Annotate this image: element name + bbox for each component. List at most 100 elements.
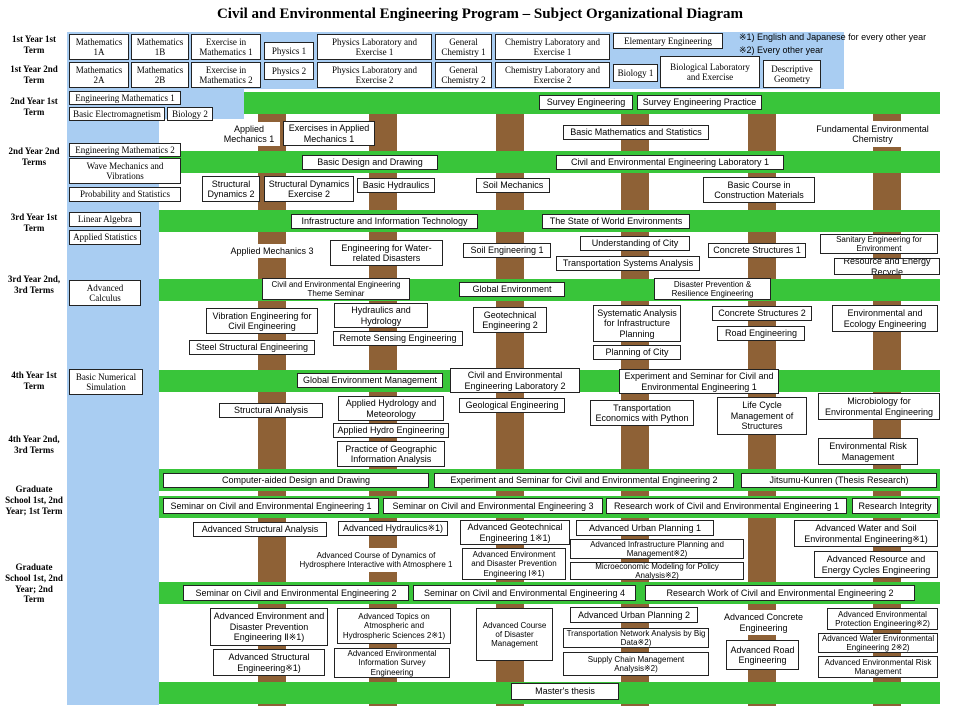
- subject-microecon: Microeconomic Modeling for Policy Analys…: [570, 562, 744, 580]
- subject-hydhydro: Hydraulics and Hydrology: [334, 303, 428, 328]
- subject-exmath1: Exercise in Mathematics 1: [191, 34, 261, 60]
- subject-gsem3: Seminar on Civil and Environmental Engin…: [383, 498, 603, 514]
- subject-survey: Survey Engineering: [539, 95, 633, 110]
- subject-concrete2: Concrete Structures 2: [712, 306, 812, 321]
- subject-advinfra: Advanced Infrastructure Planning and Man…: [570, 539, 744, 559]
- subject-genchem2: General Chemistry 2: [435, 62, 492, 88]
- subject-steelstruct: Steel Structural Engineering: [189, 340, 315, 355]
- subject-apphydmet: Applied Hydrology and Meteorology: [338, 396, 444, 421]
- term-y1t1: 1st Year 1st Term: [12, 34, 56, 55]
- subject-chemlab2: Chemistry Laboratory and Exercise 2: [495, 62, 610, 88]
- note-2: ※2) Every other year: [739, 45, 824, 55]
- subject-descgeo: Descriptive Geometry: [763, 60, 821, 88]
- subject-appmech3: Applied Mechanics 3: [222, 244, 322, 258]
- subject-bio1: Biology 1: [613, 64, 658, 82]
- subject-basicem: Basic Electromagnetism: [69, 107, 165, 121]
- term-y2t1: 2nd Year 1st Term: [10, 96, 58, 117]
- subject-soilmech: Soil Mechanics: [476, 178, 550, 193]
- subject-physlab1: Physics Laboratory and Exercise 1: [317, 34, 432, 60]
- subject-advcalc: Advanced Calculus: [69, 280, 141, 306]
- subject-structdyn2: Structural Dynamics 2: [202, 176, 260, 202]
- subject-enveco: Environmental and Ecology Engineering: [832, 305, 938, 332]
- subject-roadeng: Road Engineering: [717, 326, 805, 341]
- subject-phys2: Physics 2: [264, 62, 314, 80]
- subject-math1a: Mathematics 1A: [69, 34, 129, 60]
- subject-globalmgmt: Global Environment Management: [297, 373, 443, 388]
- subject-wavemech: Wave Mechanics and Vibrations: [69, 158, 181, 184]
- term-y3t23: 3rd Year 2nd, 3rd Terms: [7, 274, 61, 295]
- subject-geoinfo: Practice of Geographic Information Analy…: [337, 441, 445, 467]
- subject-advstruct: Advanced Structural Analysis: [193, 522, 327, 537]
- term-y2t2: 2nd Year 2nd Terms: [8, 146, 60, 167]
- subject-envrisk: Environmental Risk Management: [818, 438, 918, 465]
- subject-advenvrisk: Advanced Environmental Risk Management: [818, 656, 938, 678]
- subject-elemeng: Elementary Engineering: [613, 33, 723, 49]
- subject-disprev: Disaster Prevention & Resilience Enginee…: [654, 278, 771, 300]
- subject-advdisman: Advanced Course of Disaster Management: [476, 608, 553, 661]
- term-y3t1: 3rd Year 1st Term: [10, 212, 58, 233]
- term-gs1: Graduate School 1st, 2nd Year; 1st Term: [5, 484, 63, 516]
- subject-research1: Research work of Civil and Environmental…: [606, 498, 847, 514]
- subject-phys1: Physics 1: [264, 42, 314, 60]
- subject-gsem1: Seminar on Civil and Environmental Engin…: [163, 498, 379, 514]
- subject-math2a: Mathematics 2A: [69, 62, 129, 88]
- subject-exappmech1: Exercises in Applied Mechanics 1: [283, 121, 375, 146]
- subject-bio2: Biology 2: [167, 107, 213, 121]
- term-gs2: Graduate School 1st, 2nd Year; 2nd Term: [5, 562, 63, 605]
- subject-advconcrete: Advanced Concrete Engineering: [715, 610, 812, 635]
- page-title: Civil and Environmental Engineering Prog…: [216, 6, 744, 22]
- subject-undercity: Understanding of City: [580, 236, 690, 251]
- subject-soileng1: Soil Engineering 1: [463, 243, 551, 258]
- subject-basicnum: Basic Numerical Simulation: [69, 369, 143, 395]
- subject-plancity: Planning of City: [593, 345, 681, 360]
- subject-advenvdis2: Advanced Environment and Disaster Preven…: [210, 608, 328, 646]
- subject-engmath2: Engineering Mathematics 2: [69, 143, 181, 157]
- subject-integrity: Research Integrity: [852, 498, 938, 514]
- subject-sanitary: Sanitary Engineering for Environment: [820, 234, 938, 254]
- subject-gsem4: Seminar on Civil and Environmental Engin…: [413, 585, 636, 601]
- subject-basichyd: Basic Hydraulics: [357, 178, 435, 193]
- band-y2t2: [159, 151, 940, 173]
- term-y4t1: 4th Year 1st Term: [11, 370, 57, 391]
- subject-resource: Resource and Energy Recycle: [834, 258, 940, 275]
- subject-transecon: Transportation Economics with Python: [590, 400, 694, 426]
- subject-chemlab1: Chemistry Laboratory and Exercise 1: [495, 34, 610, 60]
- subject-gsem2: Seminar on Civil and Environmental Engin…: [183, 585, 409, 601]
- subject-civlab2: Civil and Environmental Engineering Labo…: [450, 368, 580, 393]
- subject-advurban2: Advanced Urban Planning 2: [570, 607, 698, 623]
- subject-appmech1: Applied Mechanics 1: [218, 122, 280, 146]
- subject-advgeo1: Advanced Geotechnical Engineering 1※1): [460, 520, 570, 545]
- subject-advtopics: Advanced Topics on Atmospheric and Hydro…: [337, 608, 451, 644]
- subject-globalenv: Global Environment: [459, 282, 565, 297]
- subject-advroad: Advanced Road Engineering: [726, 640, 799, 670]
- subject-engmath1: Engineering Mathematics 1: [69, 91, 181, 105]
- subject-genchem1: General Chemistry 1: [435, 34, 492, 60]
- subject-master: Master's thesis: [511, 683, 619, 700]
- subject-math1b: Mathematics 1B: [131, 34, 189, 60]
- subject-sysanal: Systematic Analysis for Infrastructure P…: [593, 305, 681, 342]
- subject-waterdis: Engineering for Water-related Disasters: [330, 240, 443, 266]
- term-y1t2: 1st Year 2nd Term: [10, 64, 58, 85]
- subject-advhyd: Advanced Hydraulics※1): [338, 521, 448, 536]
- note-1: ※1) English and Japanese for every other…: [739, 32, 927, 42]
- subject-exmath2: Exercise in Mathematics 2: [191, 62, 261, 88]
- subject-basicmath: Basic Mathematics and Statistics: [563, 125, 709, 140]
- subject-transsys: Transportation Systems Analysis: [556, 256, 700, 271]
- subject-biolab: Biological Laboratory and Exercise: [660, 56, 760, 88]
- subject-advstruct2: Advanced Structural Engineering※1): [213, 649, 325, 676]
- subject-worldenv: The State of World Environments: [542, 214, 690, 229]
- subject-concrete1: Concrete Structures 1: [708, 243, 806, 258]
- subject-advenvdis1: Advanced Environment and Disaster Preven…: [462, 548, 566, 580]
- subject-apphydroeng: Applied Hydro Engineering: [333, 423, 449, 438]
- subject-advres: Advanced Resource and Energy Cycles Engi…: [814, 551, 938, 578]
- subject-research2: Research Work of Civil and Environmental…: [645, 585, 915, 601]
- subject-probstat: Probability and Statistics: [69, 187, 181, 202]
- subject-jitsumu: Jitsumu-Kunren (Thesis Research): [741, 473, 937, 488]
- subject-microbio: Microbiology for Environmental Engineeri…: [818, 393, 940, 420]
- subject-structdynex2: Structural Dynamics Exercise 2: [264, 176, 354, 202]
- subject-expsem2: Experiment and Seminar for Civil and Env…: [434, 473, 734, 488]
- subject-linalg: Linear Algebra: [69, 212, 141, 227]
- subject-geotech2: Geotechnical Engineering 2: [473, 307, 547, 333]
- subject-supply: Supply Chain Management Analysis※2): [563, 652, 709, 676]
- subject-surveyprac: Survey Engineering Practice: [637, 95, 762, 110]
